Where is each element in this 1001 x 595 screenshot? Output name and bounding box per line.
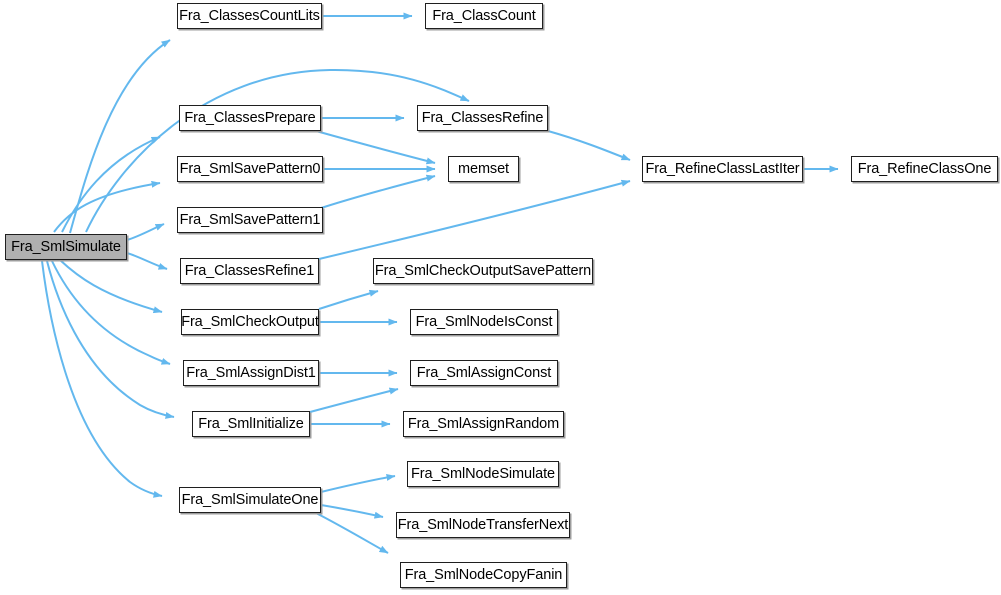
graph-node-class_count[interactable]: Fra_ClassCount (425, 3, 543, 29)
graph-node-classes_refine1[interactable]: Fra_ClassesRefine1 (180, 258, 319, 284)
graph-node-sml_assign_const[interactable]: Fra_SmlAssignConst (410, 360, 558, 386)
graph-node-check_output_save_patt[interactable]: Fra_SmlCheckOutputSavePattern (373, 258, 593, 284)
graph-node-label: Fra_SmlSimulate (11, 238, 121, 255)
graph-node-sml_node_is_const[interactable]: Fra_SmlNodeIsConst (410, 309, 558, 335)
edge-sml_simulate-to-sml_assign_dist1 (51, 260, 171, 365)
graph-node-label: Fra_SmlSavePattern0 (179, 160, 321, 177)
edge-sml_simulate_one-to-sml_node_copy_fanin (315, 512, 389, 554)
edge-sml_simulate-to-sml_save_pattern0 (53, 180, 161, 233)
graph-node-sml_initialize[interactable]: Fra_SmlInitialize (192, 411, 310, 437)
graph-node-label: Fra_ClassesCountLits (179, 7, 320, 24)
graph-node-label: Fra_SmlCheckOutput (181, 313, 319, 330)
edge-sml_simulate-to-sml_check_output (59, 259, 163, 314)
edge-sml_simulate-to-sml_save_pattern1 (126, 223, 165, 241)
edge-sml_check_output-to-check_output_save_patt (318, 289, 379, 310)
edge-sml_simulate-to-classes_count_lits (69, 39, 171, 234)
graph-node-label: Fra_SmlNodeCopyFanin (404, 566, 563, 583)
graph-node-classes_prepare[interactable]: Fra_ClassesPrepare (179, 105, 321, 131)
graph-node-label: memset (458, 160, 509, 177)
edge-classes_prepare-to-memset (315, 130, 436, 165)
graph-node-sml_node_simulate[interactable]: Fra_SmlNodeSimulate (407, 461, 559, 487)
graph-node-refine_class_last_iter[interactable]: Fra_RefineClassLastIter (642, 156, 803, 182)
graph-node-sml_save_pattern1[interactable]: Fra_SmlSavePattern1 (177, 207, 323, 233)
graph-node-label: Fra_SmlSavePattern1 (179, 211, 321, 228)
graph-node-sml_save_pattern0[interactable]: Fra_SmlSavePattern0 (177, 156, 323, 182)
graph-node-label: Fra_ClassCount (432, 7, 536, 24)
graph-node-refine_class_one[interactable]: Fra_RefineClassOne (851, 156, 998, 182)
edge-sml_simulate-to-sml_simulate_one (41, 260, 163, 498)
edge-sml_initialize-to-sml_assign_const (309, 387, 399, 413)
graph-node-label: Fra_SmlAssignDist1 (186, 364, 316, 381)
graph-node-label: Fra_RefineClassLastIter (645, 160, 800, 177)
graph-node-sml_check_output[interactable]: Fra_SmlCheckOutput (181, 309, 319, 335)
graph-node-label: Fra_SmlNodeIsConst (415, 313, 553, 330)
graph-node-label: Fra_ClassesRefine (421, 109, 544, 126)
graph-node-label: Fra_SmlCheckOutputSavePattern (374, 262, 592, 279)
edge-sml_simulate-to-classes_prepare (61, 136, 161, 233)
graph-node-sml_node_copy_fanin[interactable]: Fra_SmlNodeCopyFanin (400, 562, 567, 588)
graph-node-sml_assign_dist1[interactable]: Fra_SmlAssignDist1 (183, 360, 319, 386)
graph-node-classes_count_lits[interactable]: Fra_ClassesCountLits (177, 3, 322, 29)
graph-node-label: Fra_SmlInitialize (198, 415, 304, 432)
graph-node-label: Fra_SmlAssignRandom (407, 415, 560, 432)
graph-node-label: Fra_SmlNodeTransferNext (397, 516, 569, 533)
graph-node-sml_simulate_one[interactable]: Fra_SmlSimulateOne (179, 487, 321, 513)
graph-node-label: Fra_SmlAssignConst (416, 364, 552, 381)
graph-node-classes_refine[interactable]: Fra_ClassesRefine (417, 105, 548, 131)
edge-sml_simulate_one-to-sml_node_transfer_next (320, 504, 384, 519)
graph-node-memset[interactable]: memset (448, 156, 519, 182)
graph-node-label: Fra_ClassesRefine1 (184, 262, 315, 279)
graph-node-sml_assign_random[interactable]: Fra_SmlAssignRandom (403, 411, 564, 437)
graph-node-label: Fra_RefineClassOne (857, 160, 992, 177)
edge-classes_refine1-to-refine_class_last_iter (318, 179, 631, 260)
edge-sml_simulate-to-classes_refine1 (126, 252, 168, 270)
graph-node-sml_simulate[interactable]: Fra_SmlSimulate (5, 234, 127, 260)
edge-sml_save_pattern1-to-memset (317, 174, 436, 210)
edge-classes_refine-to-refine_class_last_iter (547, 130, 631, 161)
graph-node-sml_node_transfer_next[interactable]: Fra_SmlNodeTransferNext (396, 512, 570, 538)
graph-node-label: Fra_ClassesPrepare (184, 109, 316, 126)
graph-node-label: Fra_SmlNodeSimulate (411, 465, 555, 482)
edge-sml_simulate_one-to-sml_node_simulate (320, 474, 396, 493)
edge-sml_simulate-to-sml_initialize (46, 260, 175, 419)
graph-node-label: Fra_SmlSimulateOne (181, 491, 319, 508)
